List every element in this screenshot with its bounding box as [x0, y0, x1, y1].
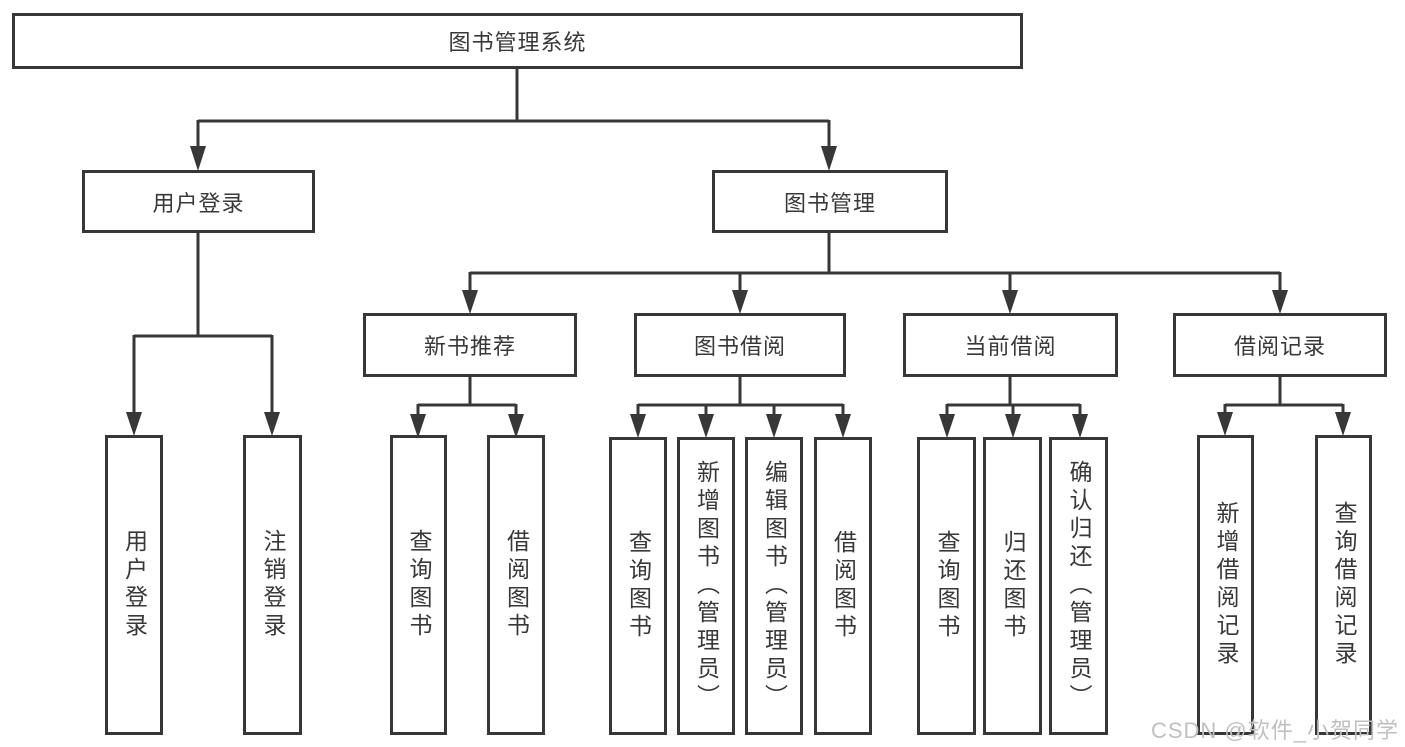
leaf-current-return-books: 归还图书	[983, 437, 1042, 735]
leaf-borrow-query-books: 查询图书	[609, 437, 667, 735]
node-book-borrow: 图书借阅	[634, 313, 846, 377]
node-book-management: 图书管理	[712, 170, 948, 233]
leaf-borrow-add-books-admin: 新增图书（管理员）	[677, 437, 735, 735]
arrowheads	[126, 146, 1351, 438]
leaf-recommend-borrow-books: 借阅图书	[487, 435, 545, 735]
node-current-borrow: 当前借阅	[903, 313, 1118, 377]
leaf-recommend-query-books: 查询图书	[390, 435, 447, 735]
leaf-records-add-record: 新增借阅记录	[1197, 435, 1254, 735]
node-root-library-system: 图书管理系统	[12, 13, 1023, 69]
leaf-current-query-books: 查询图书	[917, 437, 976, 735]
csdn-watermark: CSDN @软件_小贺同学	[1150, 718, 1399, 743]
leaf-borrow-edit-books-admin: 编辑图书（管理员）	[745, 437, 803, 735]
leaf-records-query-record: 查询借阅记录	[1315, 435, 1372, 735]
leaf-current-confirm-return-admin: 确认归还（管理员）	[1049, 437, 1108, 735]
leaf-borrow-borrow-books: 借阅图书	[814, 437, 872, 735]
node-user-login: 用户登录	[82, 170, 315, 233]
node-borrow-records: 借阅记录	[1173, 313, 1387, 377]
node-new-book-recommend: 新书推荐	[363, 313, 577, 377]
leaf-user-login: 用户登录	[105, 435, 163, 735]
leaf-logout: 注销登录	[243, 435, 302, 735]
